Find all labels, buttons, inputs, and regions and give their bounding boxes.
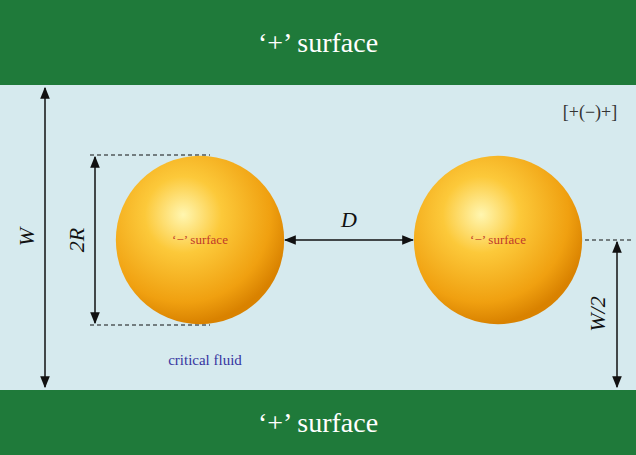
surface-band: ‘+’ surface xyxy=(0,390,636,455)
dimension-label: W/2 xyxy=(587,296,609,331)
surface-band: ‘+’ surface xyxy=(0,0,636,85)
half-width-arrow xyxy=(616,242,618,387)
dashed-guide xyxy=(90,325,210,326)
distance-label: D xyxy=(341,209,357,231)
colloid-sphere: ‘−’ surface xyxy=(413,155,583,325)
configuration-label: [+(−)+] xyxy=(563,103,617,121)
surface-label: ‘−’ surface xyxy=(172,232,228,248)
medium-label: critical fluid xyxy=(168,353,242,368)
dimension-label: 2R xyxy=(66,228,88,252)
surface-label: ‘−’ surface xyxy=(470,232,526,248)
dimension-label: W xyxy=(16,228,38,246)
dashed-guide xyxy=(585,240,632,241)
colloid-sphere: ‘−’ surface xyxy=(115,155,285,325)
surface-label: ‘+’ surface xyxy=(258,27,378,59)
dashed-guide xyxy=(90,155,210,156)
diameter-arrow xyxy=(94,157,96,323)
surface-label: ‘+’ surface xyxy=(258,407,378,439)
distance-arrow xyxy=(285,239,413,241)
w-arrow xyxy=(44,88,46,387)
